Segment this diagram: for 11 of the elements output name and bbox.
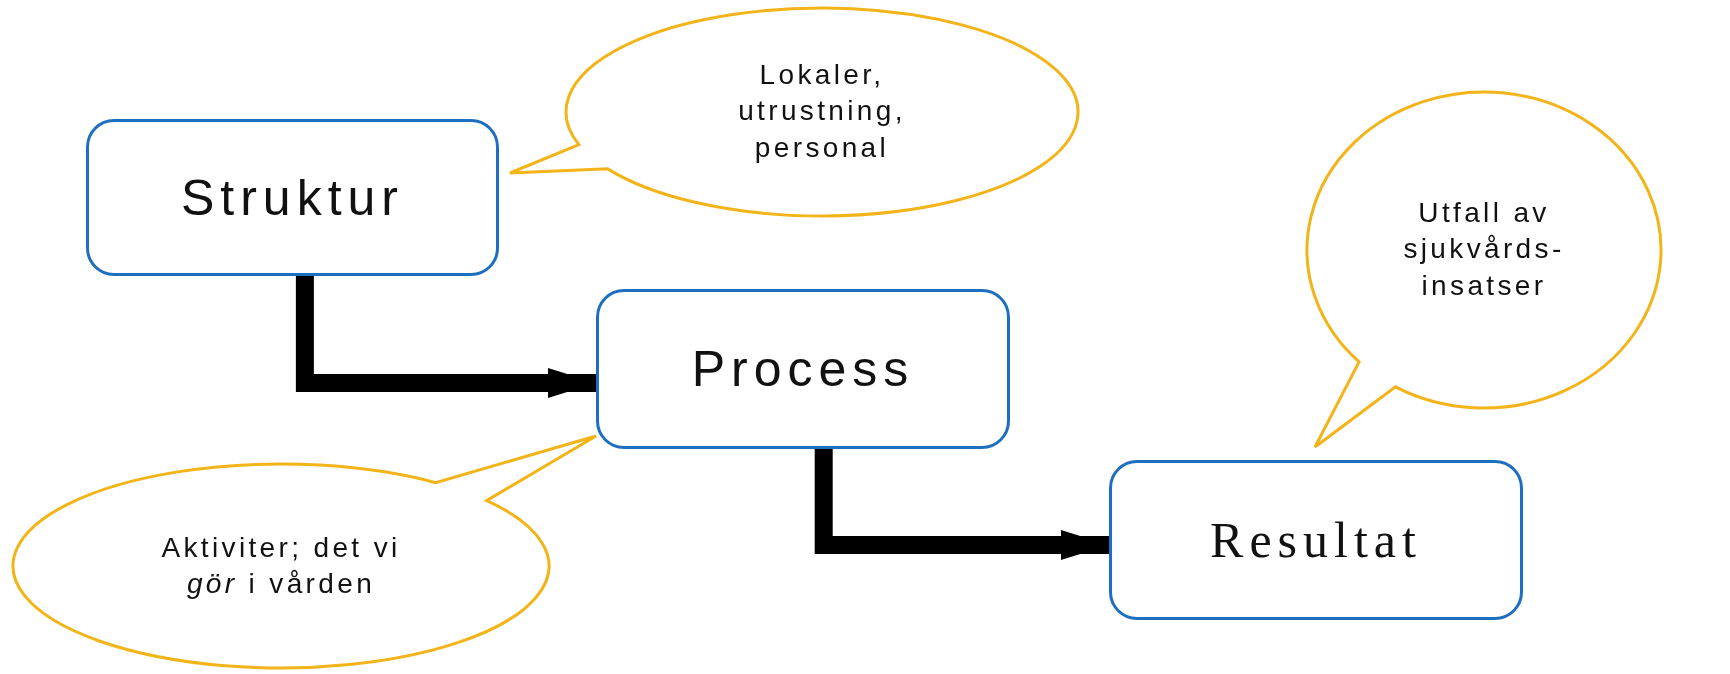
bubble-text: Aktiviter; det vi gör i vården <box>160 530 402 601</box>
l-shaped-arrow <box>814 449 1109 560</box>
bubble-text: Lokaler, utrustning, personal <box>737 58 907 166</box>
stage-box <box>1109 460 1523 620</box>
bubble-text: Utfall av sjukvårds- insatser <box>1402 196 1566 304</box>
stage-label: Resultat <box>1210 511 1422 569</box>
stage-box <box>596 289 1010 449</box>
stage-box <box>86 119 499 276</box>
stage-label: Struktur <box>180 168 405 227</box>
stage-label: Process <box>691 340 915 398</box>
l-shaped-arrow <box>295 276 596 398</box>
